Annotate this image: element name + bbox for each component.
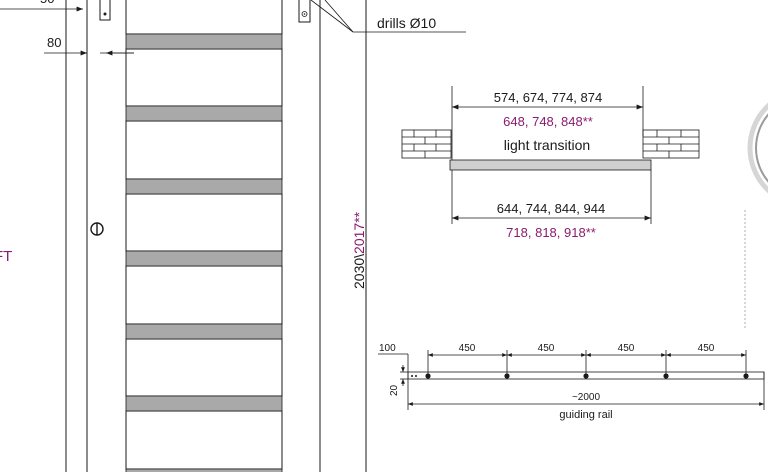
brick-wall-icon [401,129,452,159]
panel-widths: 644, 744, 844, 944 [497,201,605,216]
drill-hole-icon [99,0,311,23]
light-transition-label: light transition [504,137,590,153]
dim-80-label: 80 [47,35,61,50]
rail-length-label: ~2000 [572,392,601,403]
opening-detail [451,86,652,224]
guiding-rail-drawing [378,350,765,410]
top-cut-dim: 50 [40,0,54,6]
rail-spacing-3: 450 [618,343,635,354]
opening-widths: 574, 674, 774, 874 [494,90,602,105]
svg-text:2030\2017**: 2030\2017** [351,211,367,289]
edge-circle-decoration [747,102,768,194]
height-b: 2017** [351,211,367,254]
rail-20-label: 20 [389,384,400,396]
rail-spacing-1: 450 [459,343,476,354]
drills-label: drills Ø10 [377,15,436,31]
gray-rails [125,33,283,472]
rail-spacing-4: 450 [698,343,715,354]
opening-widths-alt: 648, 748, 848** [503,114,593,129]
panel-widths-alt: 718, 818, 918** [506,225,596,240]
guiding-rail-label: guiding rail [559,409,612,421]
rail-holes [411,373,749,379]
drills-leader [310,0,466,33]
circle-handle-icon [90,222,104,236]
height-label: 2030\2017** [351,211,367,289]
brick-wall-icon [642,129,700,159]
panel-bar [449,159,652,171]
rail-100-label: 100 [379,343,396,354]
height-a: 2030\ [351,254,367,289]
rail-spacing-2: 450 [538,343,555,354]
left-cut-text: FT [0,248,12,265]
